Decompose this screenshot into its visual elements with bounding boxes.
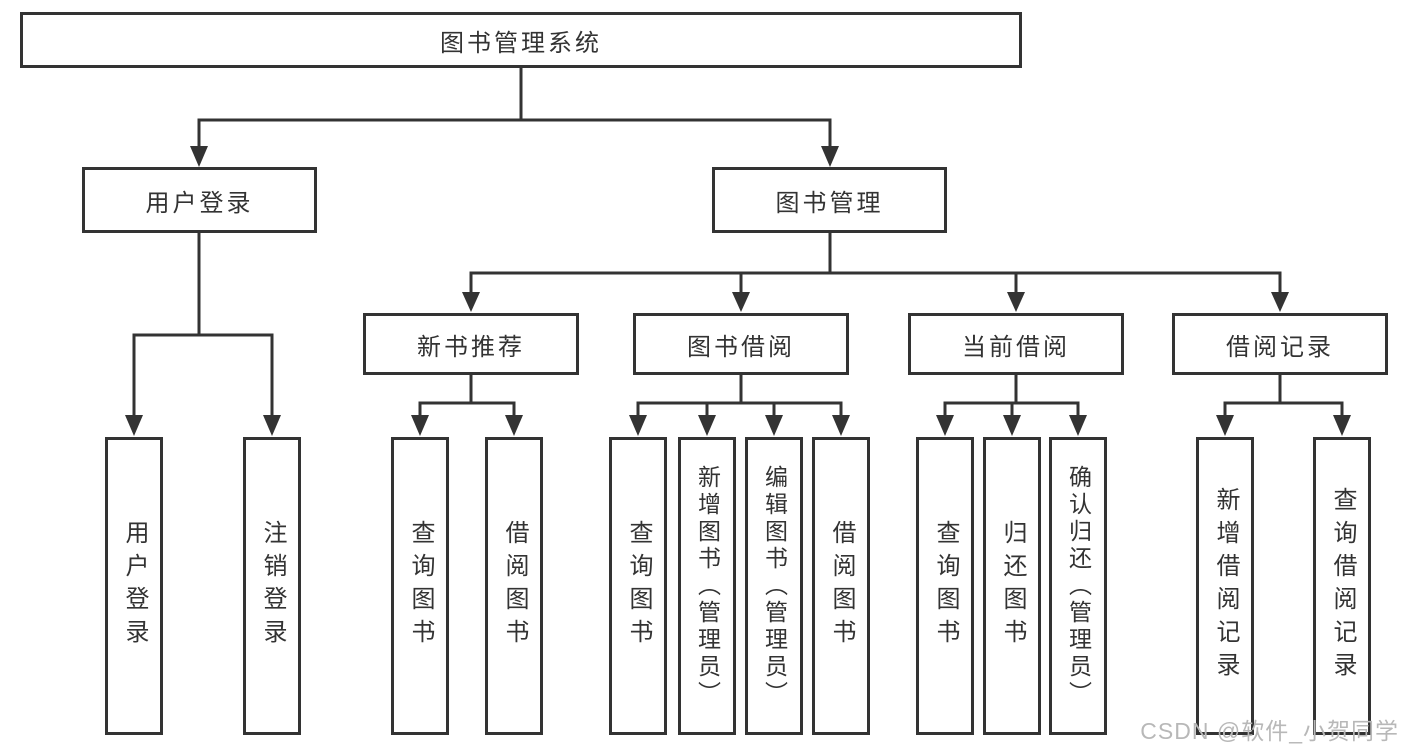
node-leaf-edit-books-admin: 编辑图书（管理员） bbox=[745, 437, 803, 735]
node-leaf-borrow-books-recommend: 借阅图书 bbox=[485, 437, 543, 735]
node-book-borrowing: 图书借阅 bbox=[633, 313, 849, 375]
node-leaf-borrow-books: 借阅图书 bbox=[812, 437, 870, 735]
node-leaf-add-books-admin: 新增图书（管理员） bbox=[678, 437, 736, 735]
node-leaf-query-borrow-record: 查询借阅记录 bbox=[1313, 437, 1371, 735]
node-book-management: 图书管理 bbox=[712, 167, 947, 233]
node-leaf-query-books-recommend: 查询图书 bbox=[391, 437, 449, 735]
node-leaf-logout: 注销登录 bbox=[243, 437, 301, 735]
node-leaf-add-borrow-record: 新增借阅记录 bbox=[1196, 437, 1254, 735]
node-leaf-query-books-borrowing: 查询图书 bbox=[609, 437, 667, 735]
csdn-watermark: CSDN @软件_小贺同学 bbox=[1140, 718, 1399, 744]
node-leaf-user-login: 用户登录 bbox=[105, 437, 163, 735]
node-leaf-confirm-return-admin: 确认归还（管理员） bbox=[1049, 437, 1107, 735]
node-borrowing-records: 借阅记录 bbox=[1172, 313, 1388, 375]
node-new-book-recommend: 新书推荐 bbox=[363, 313, 579, 375]
node-library-management-system: 图书管理系统 bbox=[20, 12, 1022, 68]
node-leaf-query-books-current: 查询图书 bbox=[916, 437, 974, 735]
node-user-login: 用户登录 bbox=[82, 167, 317, 233]
node-current-borrowing: 当前借阅 bbox=[908, 313, 1124, 375]
node-leaf-return-books: 归还图书 bbox=[983, 437, 1041, 735]
